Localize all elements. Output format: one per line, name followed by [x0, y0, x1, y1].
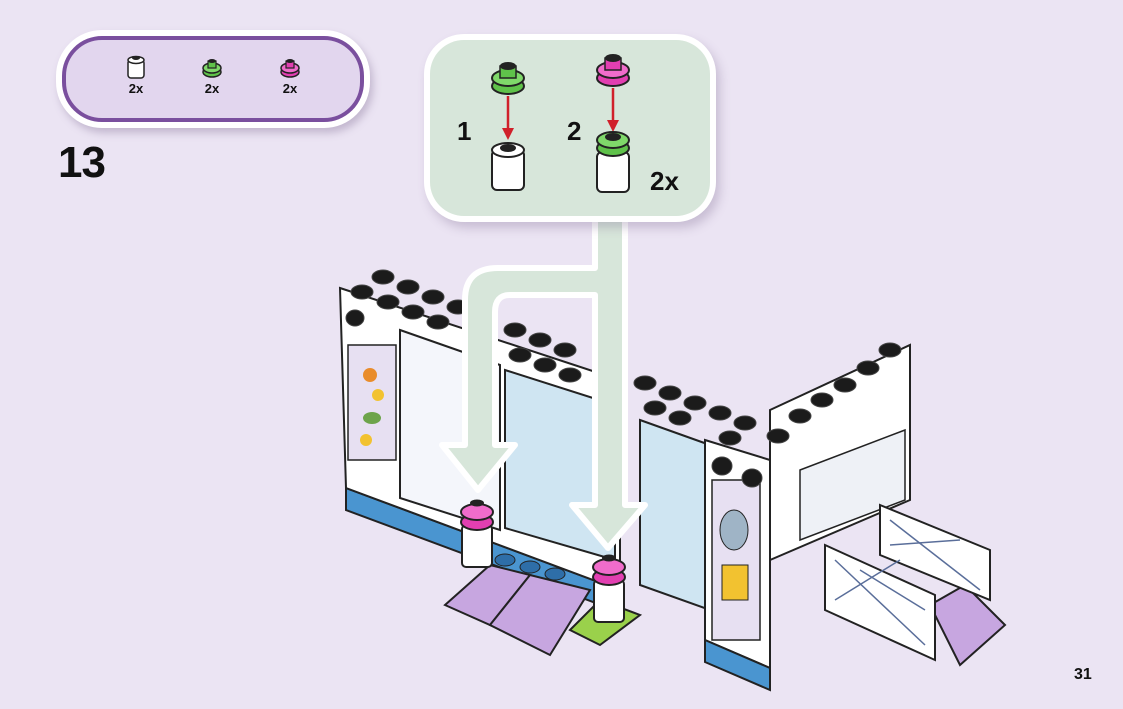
green-flower-plate-icon [202, 59, 222, 78]
white-round-brick-icon [491, 142, 525, 191]
pink-flower-plate-icon [280, 59, 300, 78]
placement-arrows [439, 207, 648, 551]
parts-list-item-green-flower: 2x [192, 52, 232, 96]
store-poster [711, 479, 761, 641]
pink-flower-plate-icon [596, 54, 630, 87]
parts-list-box: 2x 2x 2x [62, 36, 364, 122]
sub-assembly-multiplier: 2x [650, 166, 679, 196]
parts-qty: 2x [128, 81, 144, 96]
parts-list-item-pink-flower: 2x [270, 52, 310, 96]
page-number: 31 [1074, 666, 1092, 683]
green-on-white-column-icon [596, 131, 630, 193]
step-number: 13 [58, 138, 106, 187]
parts-qty: 2x [282, 81, 298, 96]
sub-step-1-label: 1 [457, 116, 472, 146]
parts-qty: 2x [204, 81, 220, 96]
white-round-brick-icon [127, 55, 145, 79]
sub-assembly-diagram [491, 54, 630, 193]
installed-column-left [460, 499, 494, 568]
parts-list-item-white-brick: 2x [116, 52, 156, 96]
installed-column-right [592, 554, 626, 623]
vegetable-poster [347, 344, 397, 461]
sub-assembly-callout: 1 2 2x [430, 40, 710, 216]
sub-step-2-label: 2 [567, 116, 582, 146]
green-flower-plate-icon [491, 62, 525, 95]
